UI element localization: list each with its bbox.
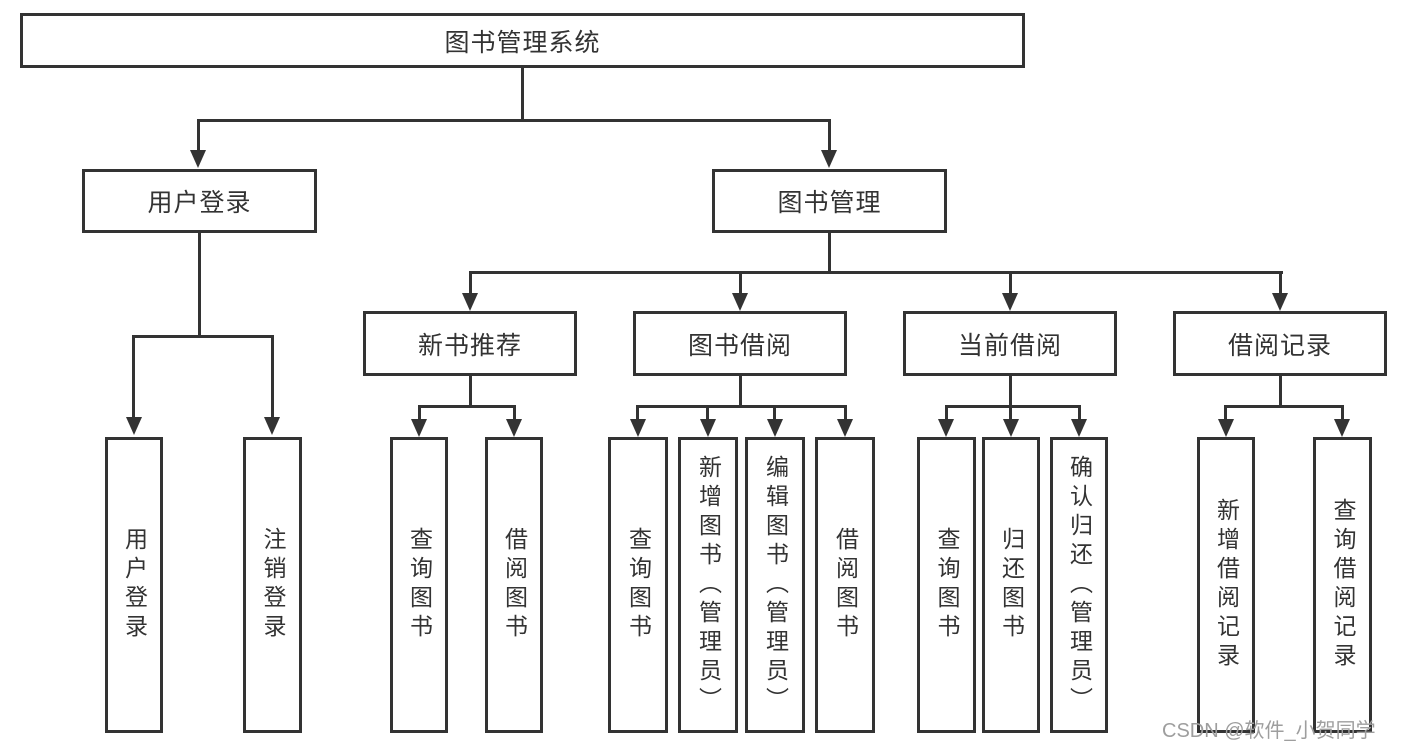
node-label: 图书管理 [777, 189, 882, 217]
node-label: 图书借阅 [687, 331, 792, 360]
arrow-down-icon [1071, 419, 1087, 437]
node-label: 当前借阅 [957, 331, 1062, 360]
connector-line [1009, 405, 1012, 421]
node-label: 新增图书（管理员） [695, 454, 722, 716]
connector-line [945, 405, 948, 421]
arrow-down-icon [938, 419, 954, 437]
connector-line [132, 335, 135, 417]
connector-line [636, 405, 847, 408]
node-label: 归还图书 [998, 527, 1025, 643]
arrow-down-icon [462, 293, 478, 311]
node-borrow-records: 借阅记录 [1173, 311, 1387, 376]
node-book-borrow: 图书借阅 [633, 311, 847, 376]
node-label: 借阅图书 [832, 527, 859, 643]
node-label: 图书管理系统 [444, 28, 601, 57]
arrow-down-icon [264, 417, 280, 435]
arrow-down-icon [1272, 293, 1288, 311]
connector-line [1224, 405, 1227, 421]
connector-line [271, 335, 274, 417]
connector-line [1279, 376, 1282, 407]
arrow-down-icon [821, 150, 837, 168]
leaf-borrow-edit-books-admin: 编辑图书（管理员） [745, 437, 805, 733]
node-user-login: 用户登录 [82, 169, 317, 233]
arrow-down-icon [1334, 419, 1350, 437]
connector-line [636, 405, 639, 421]
node-label: 用户登录 [121, 527, 148, 643]
connector-line [198, 233, 201, 337]
connector-line [197, 119, 831, 122]
connector-line [739, 271, 742, 297]
leaf-logout-login: 注销登录 [243, 437, 302, 733]
leaf-borrow-add-books-admin: 新增图书（管理员） [678, 437, 738, 733]
leaf-current-confirm-return-admin: 确认归还（管理员） [1050, 437, 1108, 733]
connector-line [1078, 405, 1081, 421]
leaf-current-query-books: 查询图书 [917, 437, 976, 733]
arrow-down-icon [1218, 419, 1234, 437]
connector-line [521, 68, 524, 120]
node-label: 新书推荐 [417, 331, 522, 360]
connector-line [1341, 405, 1344, 421]
node-library-management-system: 图书管理系统 [20, 13, 1025, 68]
connector-line [844, 405, 847, 421]
arrow-down-icon [126, 417, 142, 435]
leaf-records-query-borrow-record: 查询借阅记录 [1313, 437, 1372, 733]
node-label: 用户登录 [147, 189, 252, 217]
node-label: 查询借阅记录 [1330, 498, 1356, 672]
arrow-down-icon [411, 419, 427, 437]
arrow-down-icon [732, 293, 748, 311]
leaf-borrow-query-books: 查询图书 [608, 437, 668, 733]
connector-line [706, 405, 709, 421]
connector-line [828, 119, 831, 153]
arrow-down-icon [190, 150, 206, 168]
leaf-recommend-query-books: 查询图书 [390, 437, 448, 733]
connector-line [418, 405, 421, 421]
watermark: CSDN @软件_小贺同学 [1162, 720, 1376, 742]
connector-line [469, 271, 1283, 274]
connector-line [132, 335, 274, 338]
arrow-down-icon [506, 419, 522, 437]
leaf-records-add-borrow-record: 新增借阅记录 [1197, 437, 1255, 733]
connector-line [828, 233, 831, 273]
node-label: 新增借阅记录 [1213, 498, 1240, 672]
connector-line [945, 405, 1081, 408]
arrow-down-icon [1003, 419, 1019, 437]
connector-line [773, 405, 776, 421]
connector-line [513, 405, 516, 421]
node-book-management: 图书管理 [712, 169, 947, 233]
arrow-down-icon [837, 419, 853, 437]
leaf-borrow-borrow-books: 借阅图书 [815, 437, 875, 733]
node-label: 查询图书 [934, 527, 960, 643]
connector-line [418, 405, 516, 408]
arrow-down-icon [630, 419, 646, 437]
connector-line [1009, 271, 1012, 297]
arrow-down-icon [700, 419, 716, 437]
connector-line [739, 376, 742, 407]
node-label: 借阅记录 [1227, 331, 1332, 360]
connector-line [1279, 271, 1282, 297]
leaf-user-login: 用户登录 [105, 437, 163, 733]
node-new-book-recommend: 新书推荐 [363, 311, 577, 376]
connector-line [1009, 376, 1012, 407]
node-label: 注销登录 [260, 527, 286, 643]
node-current-borrow: 当前借阅 [903, 311, 1117, 376]
connector-line [197, 119, 200, 153]
leaf-recommend-borrow-books: 借阅图书 [485, 437, 543, 733]
connector-line [469, 376, 472, 407]
node-label: 查询图书 [406, 527, 433, 643]
node-label: 确认归还（管理员） [1066, 454, 1093, 716]
connector-line [469, 271, 472, 297]
node-label: 查询图书 [625, 527, 652, 643]
node-label: 编辑图书（管理员） [762, 454, 789, 716]
node-label: 借阅图书 [501, 527, 528, 643]
arrow-down-icon [1002, 293, 1018, 311]
connector-line [1224, 405, 1344, 408]
arrow-down-icon [767, 419, 783, 437]
leaf-current-return-books: 归还图书 [982, 437, 1040, 733]
